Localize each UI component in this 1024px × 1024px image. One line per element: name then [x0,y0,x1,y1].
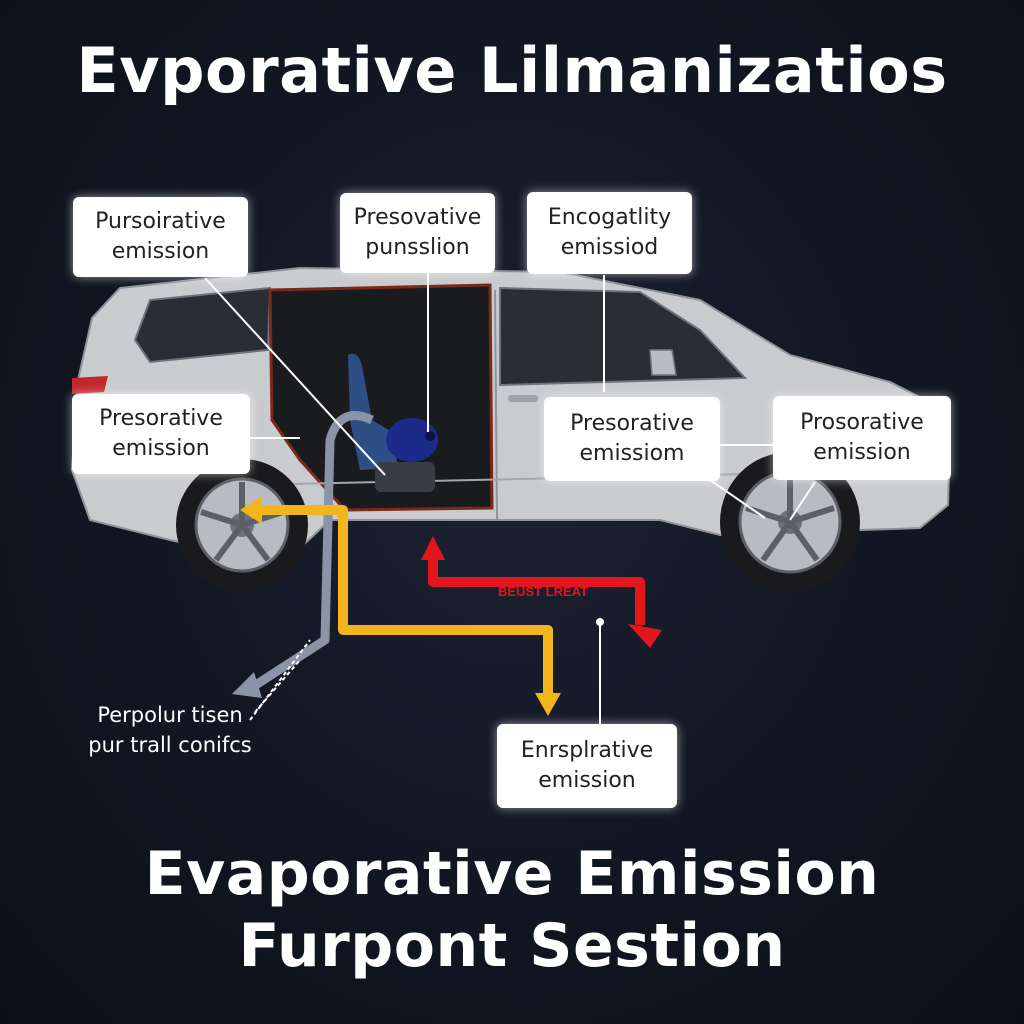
callout-enrsplrative-emission: Enrsplrative emission [497,724,677,808]
red-arrow-label: BEUST LREAT [497,584,589,599]
interior-seat [348,353,438,492]
callout-presovative-punsslion: Presovative punsslion [340,193,495,273]
red-flow-arrow [421,536,662,648]
callout-presorative-emissiom: Presorative emissiom [544,397,720,481]
diagram-title: Evporative Lilmanizatios [76,34,948,107]
diagram-subtitle: Evaporative Emission Furpont Sestion [144,839,880,981]
callout-pursoirative-emission: Pursoirative emission [73,197,248,277]
rear-wheel [176,459,308,591]
yellow-flow-arrow [240,496,561,716]
callout-prosorative-emission: Prosorative emission [773,396,951,480]
leader-lines [204,273,816,724]
side-note-label: Perpolur tisen pur trall conifcs [88,703,252,757]
callout-presorative-emission-rear: Presorative emission [72,394,250,474]
front-wheel [720,452,860,592]
callout-encogatlity-emissiod: Encogatlity emissiod [527,192,692,274]
gray-flow-line [232,411,374,698]
leader-dot [596,618,604,626]
